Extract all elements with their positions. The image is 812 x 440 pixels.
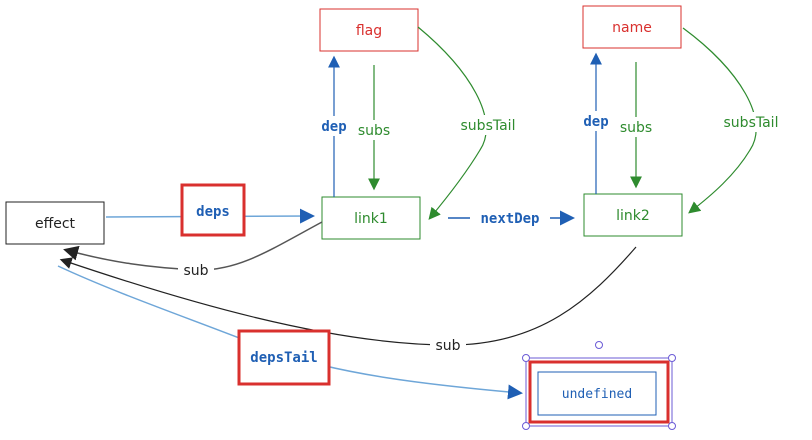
edge-dep-name-label: dep [583, 114, 608, 130]
node-effect[interactable]: effect [5, 201, 105, 245]
node-link2-label: link2 [616, 208, 650, 224]
edge-dep-flag[interactable]: dep [316, 55, 352, 197]
edge-dep-name[interactable]: dep [578, 52, 614, 194]
node-flag-label: flag [356, 23, 382, 39]
node-effect-label: effect [35, 216, 76, 232]
edge-deps[interactable]: deps [105, 183, 315, 237]
node-link1-label: link1 [354, 211, 388, 227]
edge-sub-link2[interactable]: sub [59, 246, 637, 355]
node-flag[interactable]: flag [319, 8, 419, 52]
node-undefined[interactable]: undefined [522, 341, 676, 430]
selection-frame [525, 357, 673, 427]
resize-handle-tl[interactable] [522, 354, 530, 362]
node-undefined-label: undefined [562, 387, 632, 402]
edge-subs-name[interactable]: subs [616, 62, 656, 189]
node-link1[interactable]: link1 [321, 196, 421, 240]
edge-subsTail-flag-label: subsTail [461, 118, 516, 134]
edge-sub-link2-label: sub [435, 338, 460, 354]
node-name[interactable]: name [582, 5, 682, 49]
rotate-handle[interactable] [595, 341, 603, 349]
resize-handle-br[interactable] [668, 422, 676, 430]
resize-handle-tr[interactable] [668, 354, 676, 362]
edge-depsTail[interactable]: depsTail [57, 265, 523, 400]
highlight-frame-undefined [528, 360, 670, 424]
edge-subsTail-flag[interactable]: subsTail [417, 26, 521, 220]
edge-subs-name-label: subs [620, 120, 652, 136]
edge-sub-link1[interactable]: sub [63, 221, 323, 280]
edge-subsTail-name[interactable]: subsTail [682, 27, 784, 214]
edge-dep-flag-label: dep [321, 119, 346, 135]
highlight-frame-depsTail [237, 329, 331, 386]
edge-depsTail-label: depsTail [250, 350, 317, 366]
node-name-label: name [612, 20, 652, 36]
highlight-frame-deps [180, 183, 246, 237]
resize-handle-bl[interactable] [522, 422, 530, 430]
node-link2[interactable]: link2 [583, 193, 683, 237]
edge-subsTail-name-label: subsTail [724, 115, 779, 131]
edge-subs-flag-label: subs [358, 123, 390, 139]
edge-nextDep[interactable]: nextDep [448, 210, 575, 227]
edge-subs-flag[interactable]: subs [354, 65, 394, 191]
edge-sub-link1-label: sub [183, 263, 208, 279]
edge-deps-label: deps [196, 204, 230, 220]
edge-nextDep-label: nextDep [480, 211, 539, 227]
